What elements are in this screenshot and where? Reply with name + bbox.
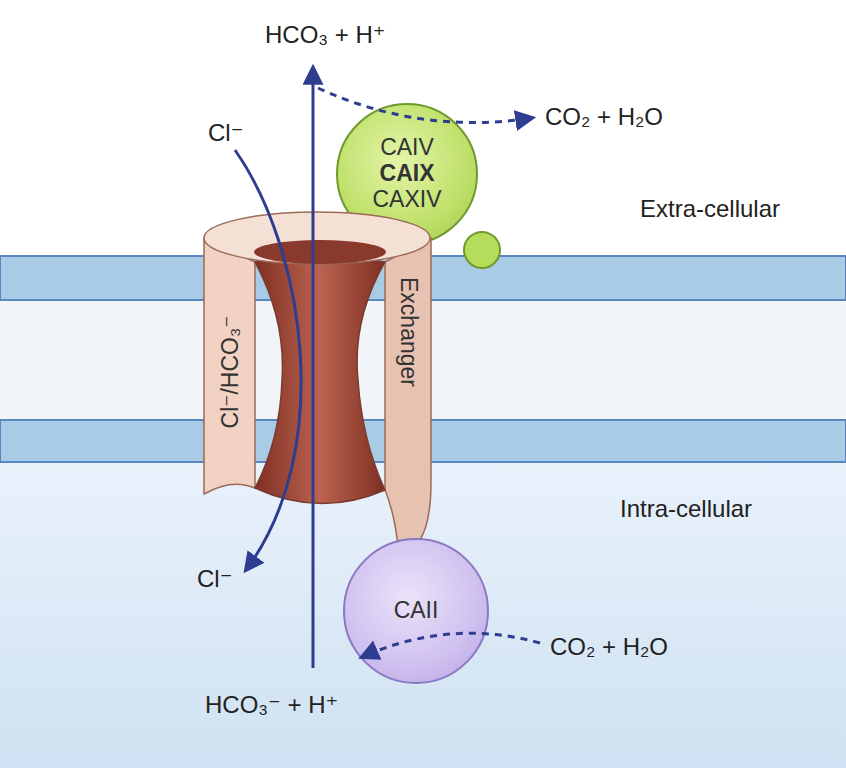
anion-exchanger: Cl⁻/HCO₃⁻ Exchanger — [195, 200, 440, 570]
enzyme-name: CAII — [394, 598, 439, 624]
reaction-substrate: CO₂ + H₂O — [550, 634, 668, 660]
exchanger-rim — [204, 212, 430, 264]
exchanger-left-panel — [204, 238, 255, 494]
reaction-product: HCO₃⁻ + H⁺ — [205, 692, 338, 718]
exchanger-label: Exchanger — [395, 277, 422, 387]
enzyme-name: CAIV — [380, 135, 434, 161]
reaction-product: HCO₃ + H⁺ — [265, 22, 385, 48]
enzyme-name: CAIX — [380, 161, 435, 187]
bicarbonate-transport-arrow — [312, 68, 315, 668]
region-label: Intra-cellular — [620, 496, 752, 522]
intracellular-conversion-arrow — [362, 633, 540, 657]
exchanger-channel — [255, 256, 385, 504]
enzyme-name: CAXIV — [372, 187, 441, 213]
ion-label: Cl⁻ — [208, 120, 243, 146]
extracellular-conversion-arrow — [318, 88, 532, 123]
ion-label: Cl⁻ — [197, 566, 232, 592]
exchanger-label: Cl⁻/HCO₃⁻ — [217, 316, 244, 429]
anchor-circle — [464, 232, 500, 268]
region-label: Extra-cellular — [640, 196, 780, 222]
carbonic-anhydrase-intracellular: CAII — [343, 538, 489, 684]
reaction-product: CO₂ + H₂O — [545, 104, 663, 130]
chloride-transport-arrow — [235, 150, 301, 570]
exchanger-right-panel — [385, 238, 431, 566]
exchanger-opening — [254, 240, 386, 264]
